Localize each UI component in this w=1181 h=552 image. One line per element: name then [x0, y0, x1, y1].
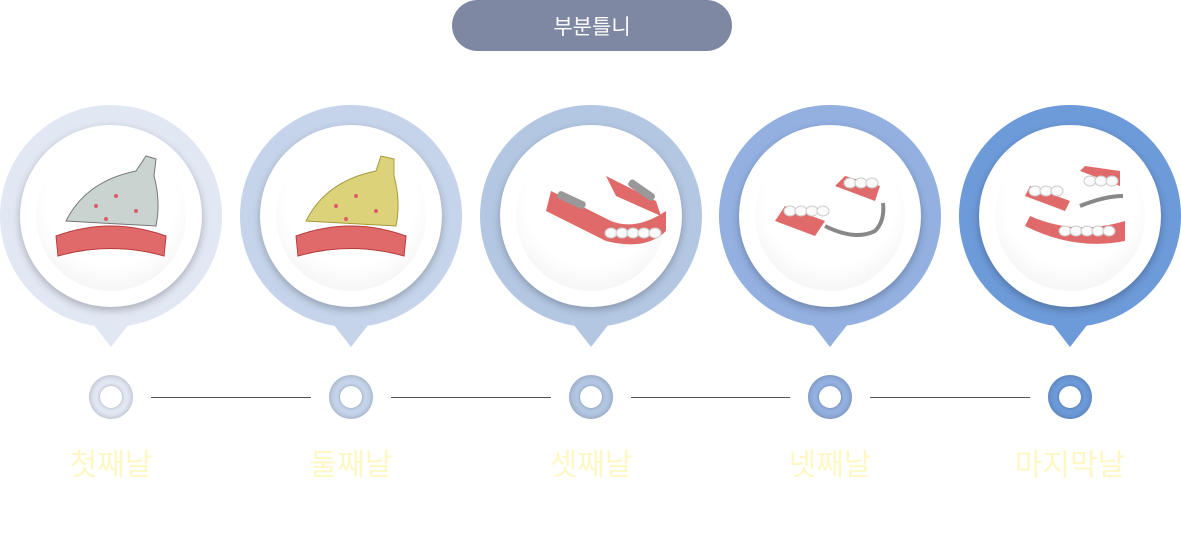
- partial-denture-trial-icon: [775, 176, 886, 237]
- step-label-1: 첫째날: [69, 448, 153, 483]
- connector-line: [631, 397, 790, 398]
- step-pin-1: [0, 105, 222, 350]
- step-marker-5: [1048, 375, 1092, 419]
- metal-framework-icon: [546, 176, 666, 245]
- step-label-2: 둘째날: [309, 448, 393, 483]
- step-label-5: 마지막날: [1014, 448, 1126, 483]
- bite-tray-icon: [295, 155, 407, 257]
- connector-line: [151, 397, 311, 398]
- step-marker-4: [808, 375, 852, 419]
- pin-inner: [995, 141, 1145, 291]
- marker-hole: [580, 386, 602, 408]
- impression-tray-icon: [55, 155, 167, 257]
- step-marker-2: [329, 375, 373, 419]
- step-pin-3: [480, 105, 702, 350]
- marker-hole: [1059, 386, 1081, 408]
- marker-hole: [819, 386, 841, 408]
- step-marker-3: [569, 375, 613, 419]
- step-pin-5: [959, 105, 1181, 350]
- step-pin-4: [719, 105, 941, 350]
- title-badge: 부분틀니: [452, 0, 732, 51]
- step-marker-1: [89, 375, 133, 419]
- connector-line: [870, 397, 1030, 398]
- partial-denture-fitting-icon: [1025, 166, 1125, 244]
- connector-line: [391, 397, 551, 398]
- step-pin-2: [240, 105, 462, 350]
- step-label-3: 셋째날: [549, 448, 633, 483]
- marker-hole: [340, 386, 362, 408]
- step-label-4: 넷째날: [788, 448, 872, 483]
- marker-hole: [100, 386, 122, 408]
